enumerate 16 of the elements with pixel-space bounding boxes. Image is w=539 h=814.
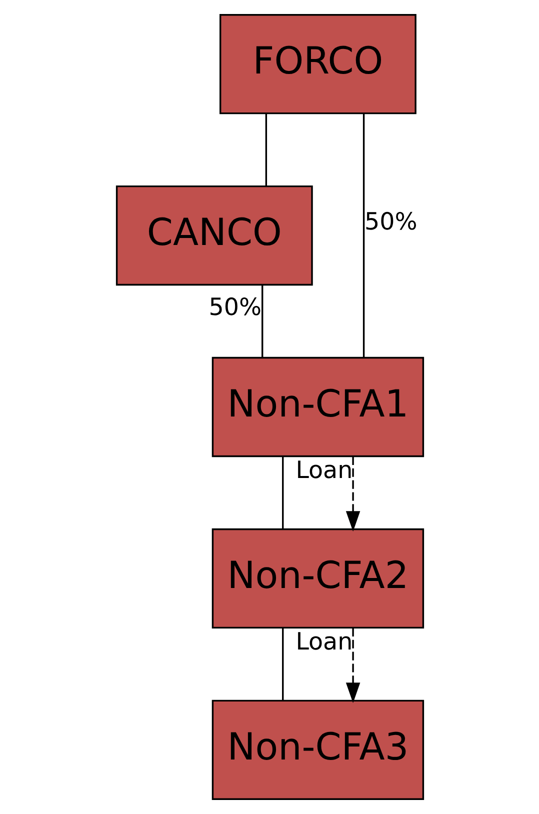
connector <box>261 285 263 358</box>
edge-label: 50% <box>208 292 262 321</box>
node-box: FORCO <box>219 14 416 114</box>
edge-label: Loan <box>295 456 352 484</box>
node-box: Non-CFA1 <box>211 356 424 458</box>
node-box: Non-CFA3 <box>211 700 424 800</box>
connector <box>264 114 267 186</box>
arrow <box>345 456 360 532</box>
node-box: CANCO <box>115 185 312 286</box>
arrow <box>345 628 360 703</box>
edge-label: 50% <box>364 207 417 236</box>
node-box: Non-CFA2 <box>211 528 424 629</box>
connector <box>282 456 284 529</box>
connector <box>362 114 364 358</box>
connector <box>282 628 284 700</box>
edge-label: Loan <box>295 627 352 656</box>
